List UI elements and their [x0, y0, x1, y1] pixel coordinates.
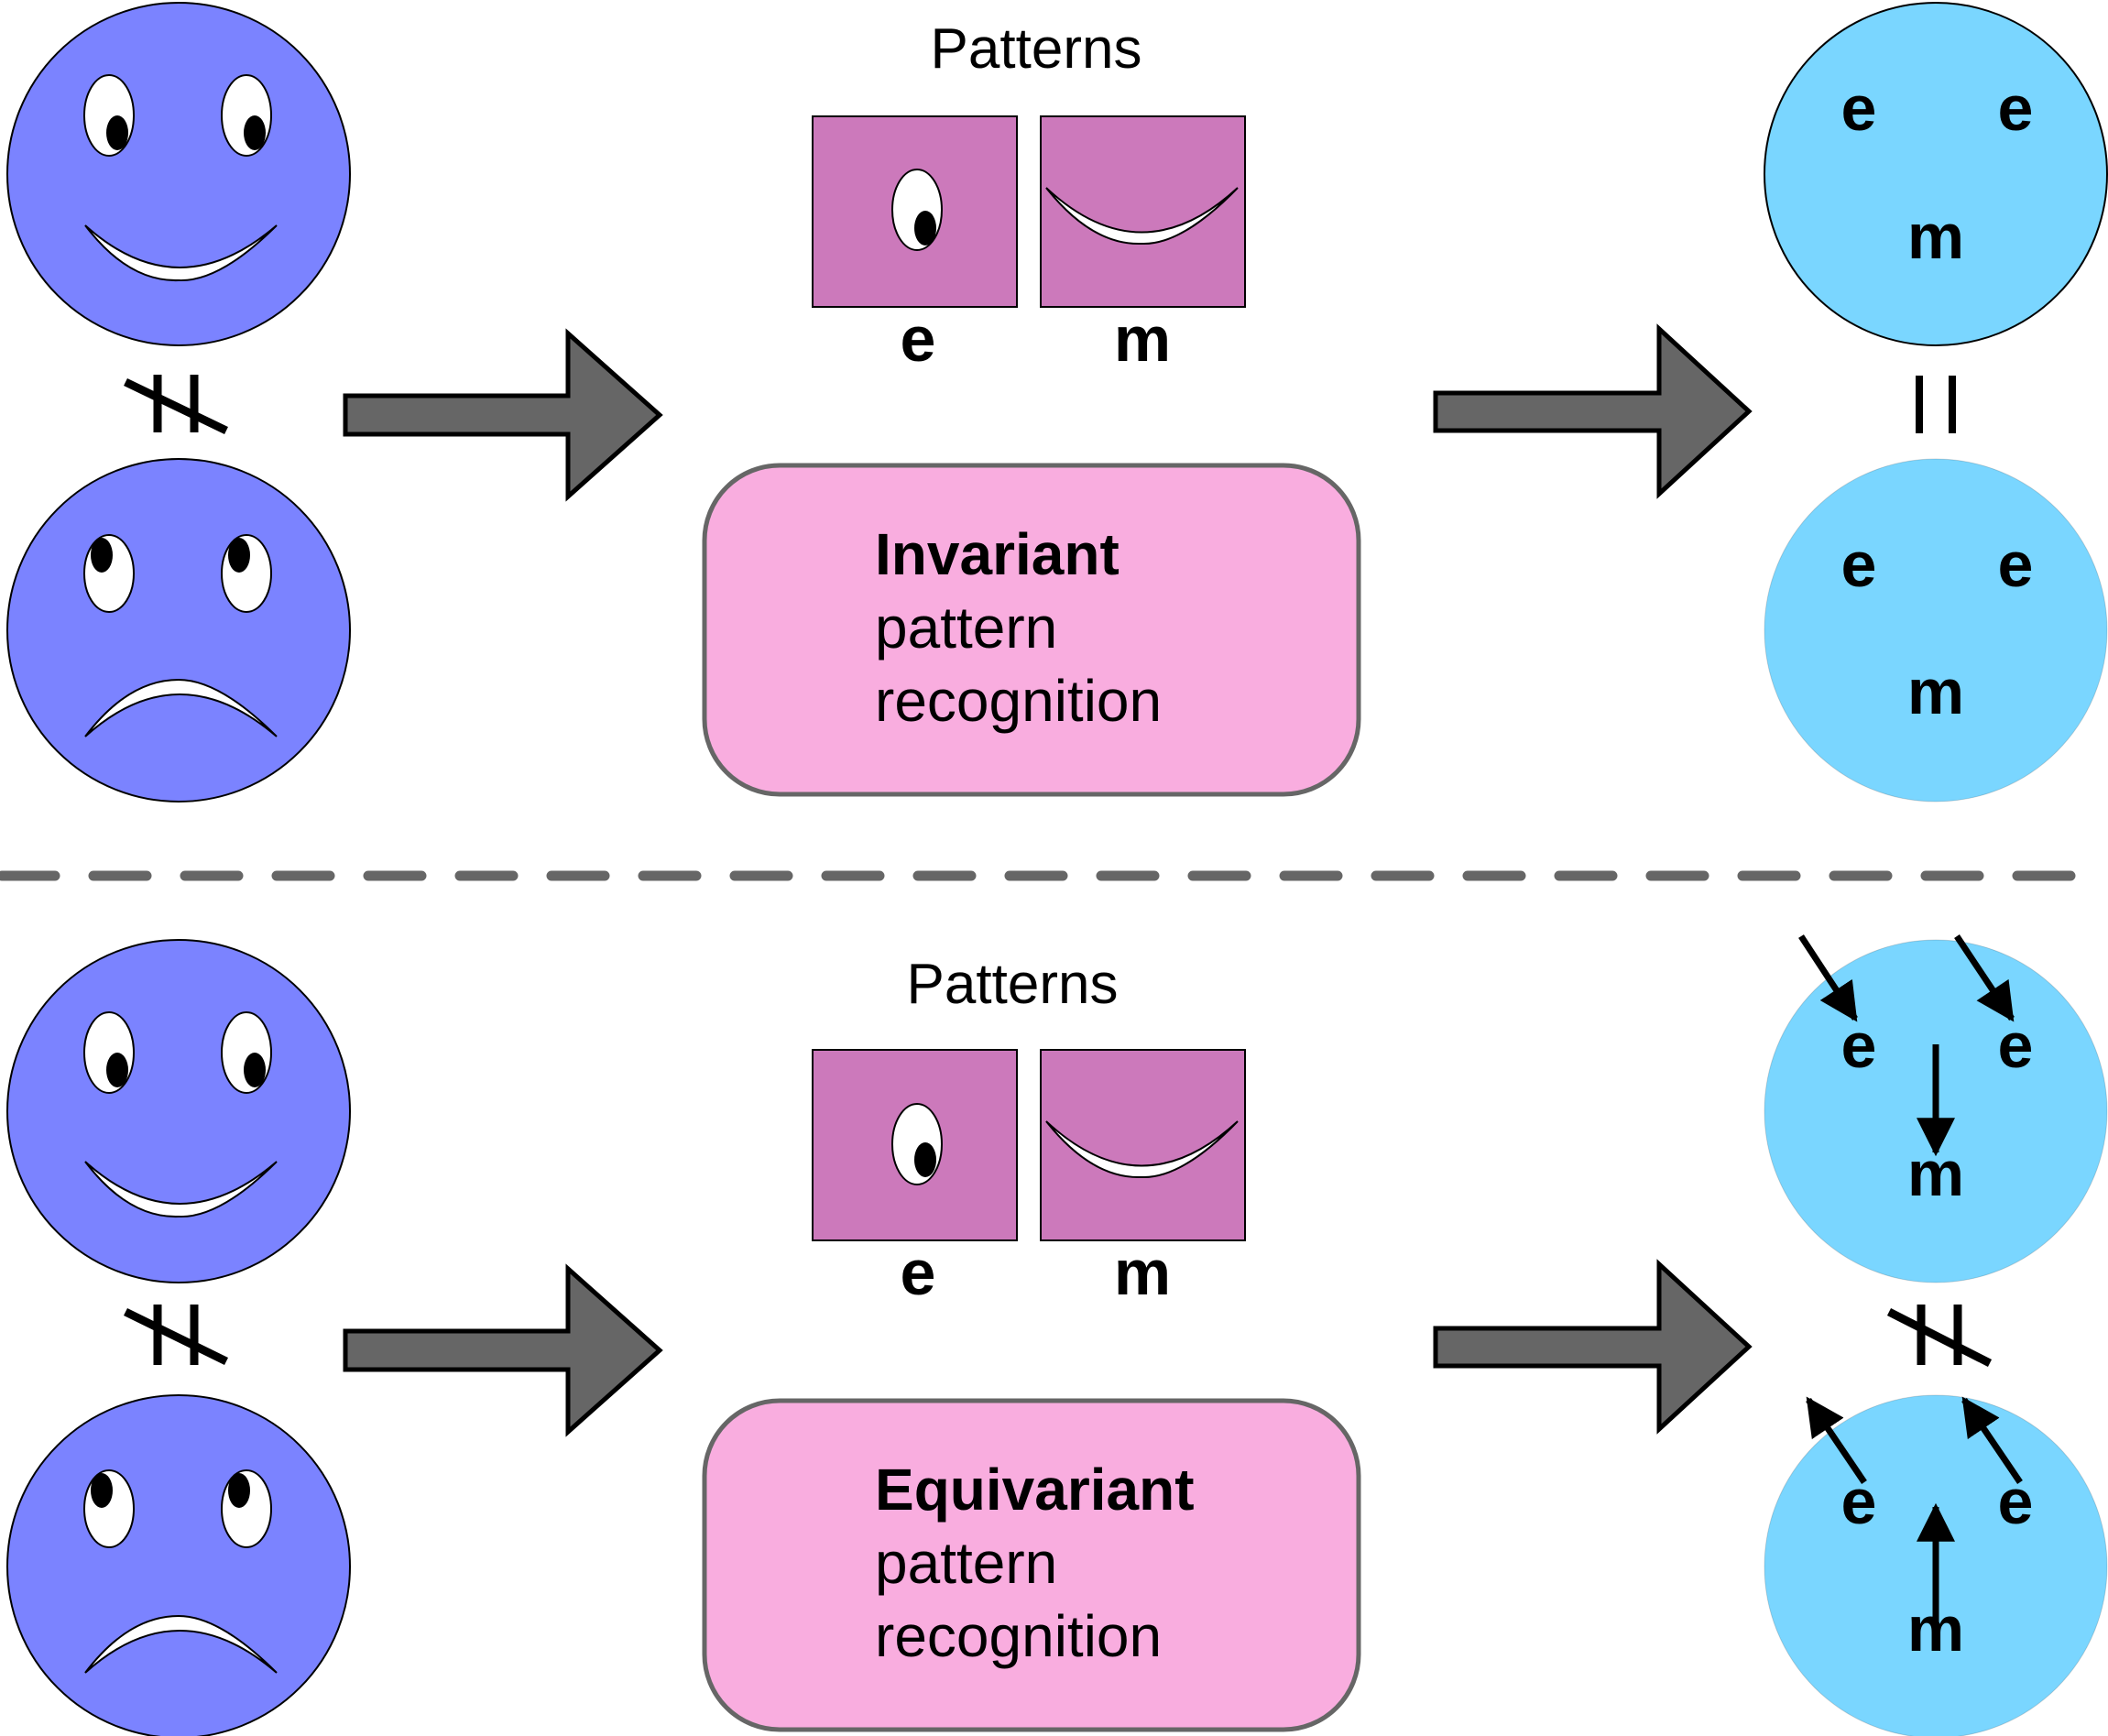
pose-arrows-bottom-1 [1798, 934, 2015, 1157]
result-letter-m: m [1907, 201, 1964, 272]
patterns-title-top: Patterns [931, 17, 1142, 81]
result-letter-e-right: e [1998, 1010, 2034, 1081]
result-circle-top-1: e e m [1764, 2, 2108, 346]
pattern-tile-mouth-top [1040, 115, 1246, 308]
pattern-label-e-top: e [901, 303, 936, 375]
not-equal-icon-faces-bottom [124, 1305, 228, 1366]
invariant-box: Invariant pattern recognition [702, 463, 1361, 797]
invariant-box-line2: pattern [875, 595, 1057, 661]
result-letter-e-left: e [1841, 72, 1877, 144]
pattern-label-e-bottom: e [901, 1237, 936, 1308]
equivariant-box-line2: pattern [875, 1530, 1057, 1596]
pose-arrow-icon [1806, 1396, 1867, 1484]
equivariant-box: Equivariant pattern recognition [702, 1398, 1361, 1732]
pose-arrows-bottom-2 [1806, 1396, 2023, 1626]
pattern-tile-mouth-bottom [1040, 1049, 1246, 1241]
result-letter-m: m [1907, 656, 1964, 727]
result-circle-bottom-1: e e m [1764, 934, 2108, 1283]
big-arrow-icon-top-right [1433, 323, 1753, 499]
equal-icon-results-top [1916, 376, 1956, 433]
invariant-box-title: Invariant [875, 521, 1120, 587]
pattern-label-m-top: m [1114, 303, 1171, 375]
pose-arrow-icon [1798, 934, 1858, 1022]
patterns-title-bottom: Patterns [907, 953, 1119, 1016]
big-arrow-icon-bottom-right [1433, 1259, 1753, 1435]
result-letter-e-left: e [1841, 529, 1877, 600]
pose-arrow-icon [1961, 1396, 2023, 1484]
smiling-face-top [6, 2, 351, 346]
result-circle-top-2: e e m [1764, 458, 2108, 802]
sad-face-top [6, 458, 351, 802]
big-arrow-icon-bottom-left [343, 1263, 663, 1437]
result-letter-e-right: e [1998, 72, 2034, 144]
not-equal-icon-results-bottom [1886, 1305, 1993, 1368]
pattern-label-m-bottom: m [1114, 1237, 1171, 1308]
equivariant-box-title: Equivariant [875, 1457, 1195, 1523]
smiling-face-bottom [6, 939, 351, 1283]
not-equal-icon-faces-top [124, 375, 228, 435]
equivariant-box-line3: recognition [875, 1603, 1162, 1669]
invariant-box-line3: recognition [875, 668, 1162, 734]
pattern-tile-eye-top [812, 115, 1018, 308]
result-letter-e-left: e [1841, 1010, 1877, 1081]
pattern-tile-eye-bottom [812, 1049, 1018, 1241]
sad-face-bottom [6, 1394, 351, 1736]
result-circle-bottom-2: e e m [1764, 1394, 2108, 1736]
result-letter-e-right: e [1998, 529, 2034, 600]
pose-arrow-icon [1954, 934, 2015, 1022]
big-arrow-icon-top-left [343, 328, 663, 502]
